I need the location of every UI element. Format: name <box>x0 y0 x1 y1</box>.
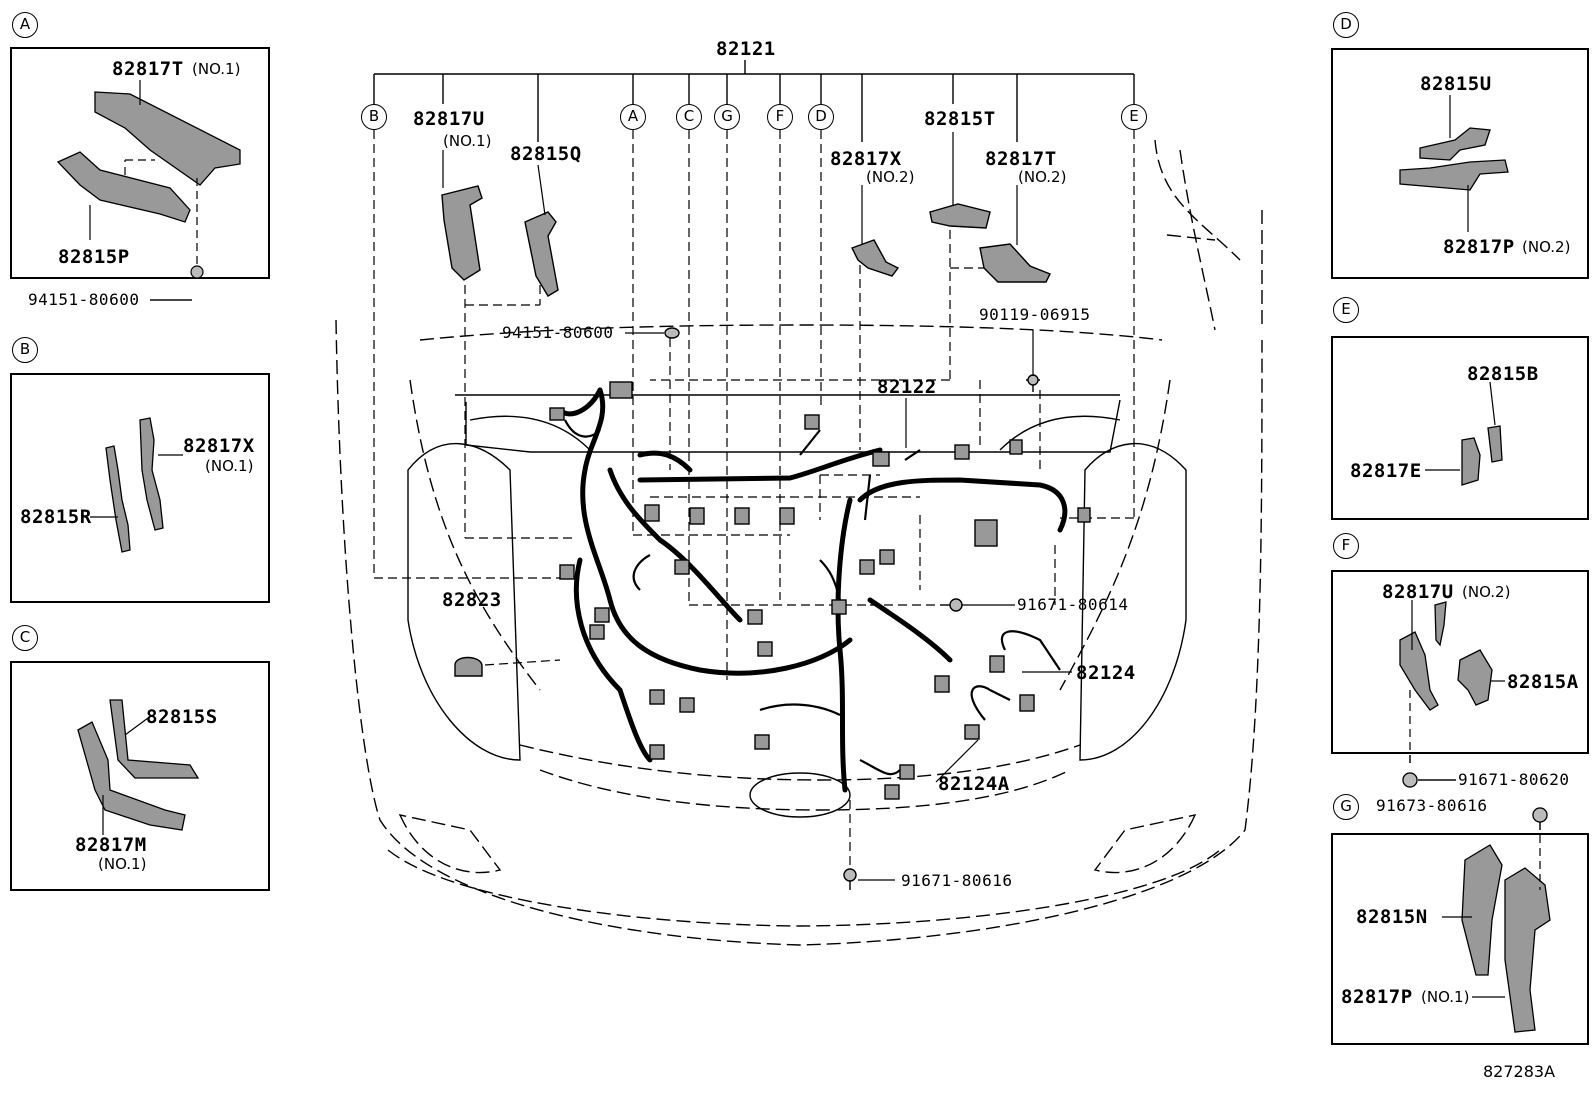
part-82817x: 82817X <box>830 148 902 170</box>
panel-e-part-82817e: 82817E <box>1350 460 1422 482</box>
panel-f-part-82817u: 82817U <box>1382 581 1454 603</box>
panel-g-part-82815n: 82815N <box>1356 906 1428 928</box>
part-94151-80600: 94151-80600 <box>502 323 614 342</box>
part-82817u: 82817U <box>413 108 485 130</box>
callout-b: B <box>361 104 387 130</box>
panel-b-part-82817x: 82817X <box>183 435 255 457</box>
panel-c-part-82817m-note: (NO.1) <box>98 855 147 873</box>
panel-a-part-82817t-note: (NO.1) <box>192 60 241 78</box>
parts <box>441 185 1091 800</box>
panel-b-part-82817x-note: (NO.1) <box>205 457 254 475</box>
part-82124a: 82124A <box>938 773 1010 795</box>
panel-e-letter: E <box>1333 297 1359 323</box>
callout-c: C <box>676 104 702 130</box>
inset-panel-b <box>10 373 270 603</box>
panel-d-part-82815u: 82815U <box>1420 73 1492 95</box>
panel-f-bolt: 91671-80620 <box>1458 770 1570 789</box>
part-82817x-note: (NO.2) <box>866 168 915 186</box>
leader-lines <box>373 130 1135 870</box>
car-outline <box>335 139 1263 946</box>
panel-b-letter: B <box>12 337 38 363</box>
panel-a-bolt: 94151-80600 <box>28 290 140 309</box>
bracket-drops <box>373 74 1135 142</box>
figure-id: 827283A <box>1483 1062 1556 1081</box>
callout-e: E <box>1121 104 1147 130</box>
panel-a-part-82815p: 82815P <box>58 246 130 268</box>
panel-c-part-82815s: 82815S <box>146 706 218 728</box>
inset-panel-g <box>1331 833 1589 1045</box>
part-82124: 82124 <box>1076 662 1136 684</box>
part-82823: 82823 <box>442 589 502 611</box>
inset-panel-e <box>1331 336 1589 520</box>
panel-g-part-82817p-note: (NO.1) <box>1421 988 1470 1006</box>
panel-g-letter: G <box>1333 794 1359 820</box>
panel-f-part-82817u-note: (NO.2) <box>1462 583 1511 601</box>
inset-panel-a <box>10 47 270 279</box>
inset-panel-f <box>1331 570 1589 754</box>
panel-b-part-82815r: 82815R <box>20 506 92 528</box>
panel-a-letter: A <box>12 12 38 38</box>
part-90119-06915: 90119-06915 <box>979 305 1091 324</box>
panel-d-part-82817p-note: (NO.2) <box>1522 238 1571 256</box>
callout-g: G <box>714 104 740 130</box>
part-82121: 82121 <box>716 38 776 60</box>
part-82817t: 82817T <box>985 148 1057 170</box>
callout-f: F <box>767 104 793 130</box>
part-82815t: 82815T <box>924 108 996 130</box>
wire-branches <box>564 419 1061 776</box>
callout-d: D <box>808 104 834 130</box>
part-91671-80614: 91671-80614 <box>1017 595 1129 614</box>
wire-harness <box>557 387 1068 793</box>
part-82817u-note: (NO.1) <box>443 132 492 150</box>
panel-d-part-82817p: 82817P <box>1443 236 1515 258</box>
panel-g-bolt: 91673-80616 <box>1376 796 1488 815</box>
panel-f-letter: F <box>1333 533 1359 559</box>
part-82815q: 82815Q <box>510 143 582 165</box>
panel-d-letter: D <box>1333 12 1359 38</box>
panel-c-part-82817m: 82817M <box>75 834 147 856</box>
part-82817t-note: (NO.2) <box>1018 168 1067 186</box>
part-91671-80616: 91671-80616 <box>901 871 1013 890</box>
panel-e-part-82815b: 82815B <box>1467 363 1539 385</box>
panel-a-part-82817t: 82817T <box>112 58 184 80</box>
callout-a: A <box>620 104 646 130</box>
panel-g-part-82817p: 82817P <box>1341 986 1413 1008</box>
part-82122: 82122 <box>877 376 937 398</box>
panel-c-letter: C <box>12 625 38 651</box>
panel-f-part-82815a: 82815A <box>1507 671 1579 693</box>
